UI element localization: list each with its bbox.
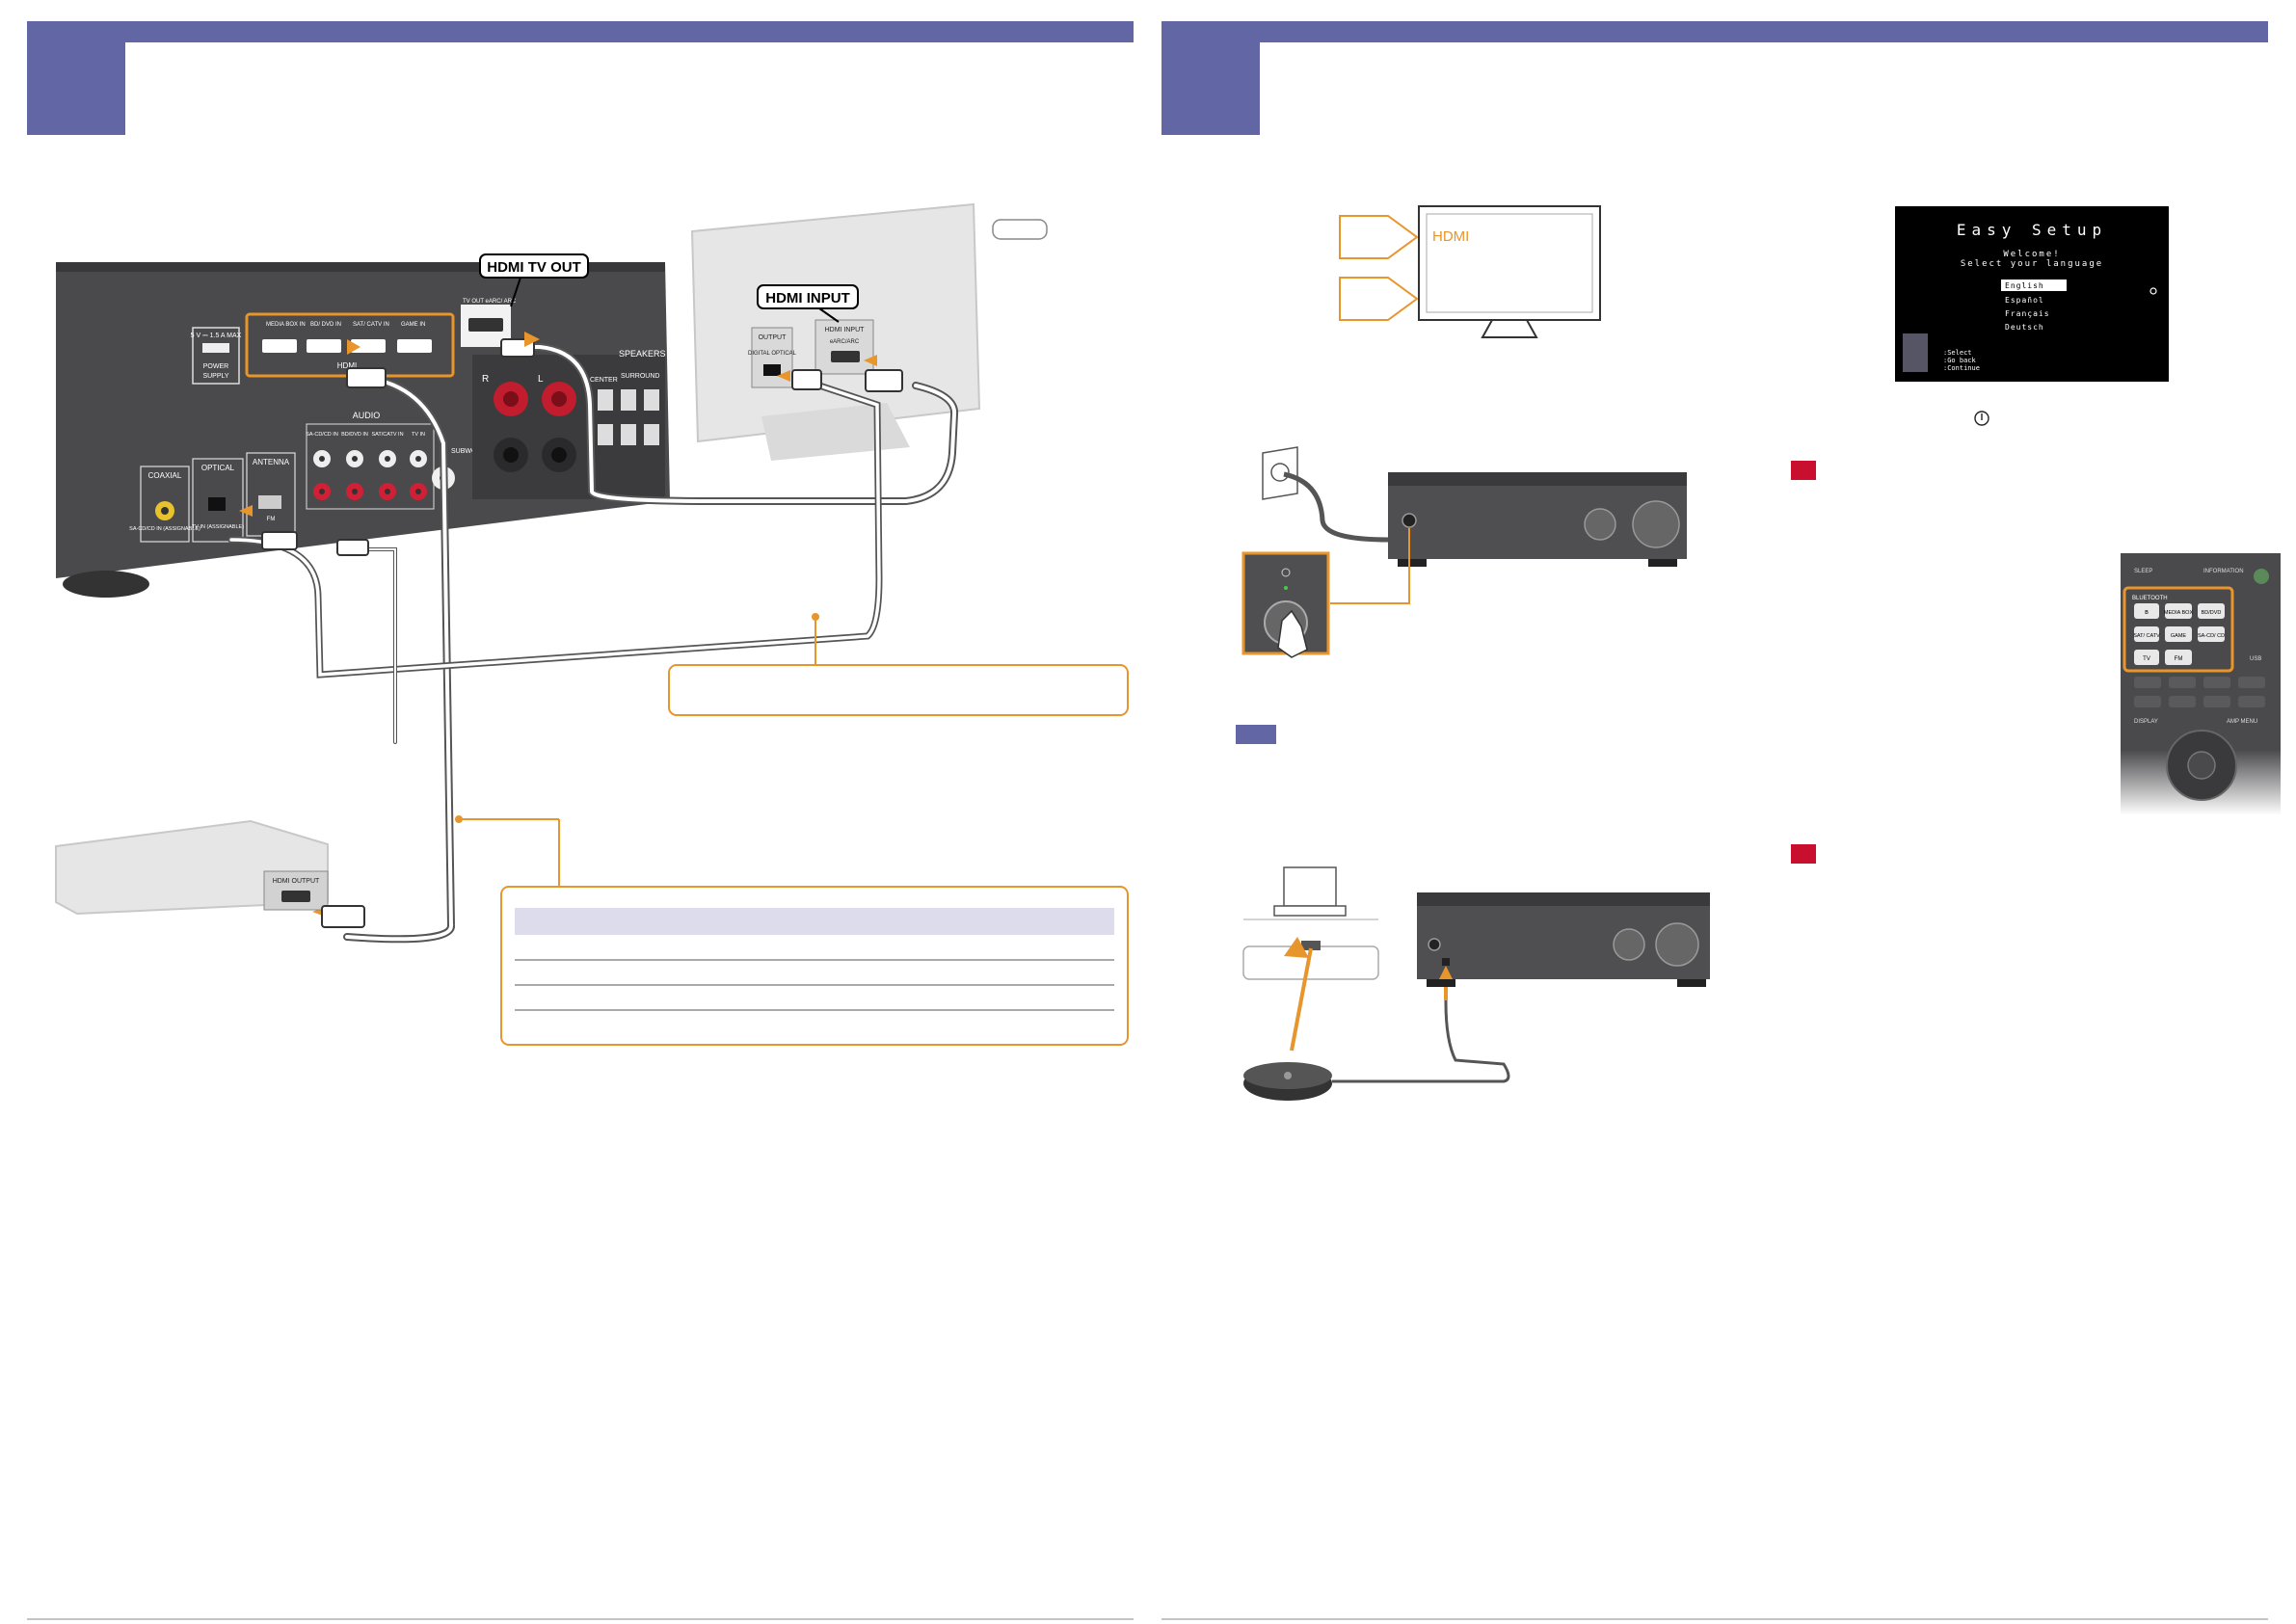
- audio-in-sat-catv-label: SAT/CATV IN: [371, 432, 403, 438]
- hdmi-in-sat-catv-label: SAT/ CATV IN: [353, 322, 389, 328]
- receiver-front-2: [1417, 892, 1710, 1000]
- optical-sub-label: TV IN (ASSIGNABLE): [192, 524, 244, 530]
- svg-text:HDMI TV OUT: HDMI TV OUT: [487, 259, 581, 276]
- remote-usb-label: USB: [2250, 656, 2261, 662]
- lang-francais: Français: [2005, 309, 2050, 318]
- surround-label: SURROUND: [621, 373, 659, 380]
- coaxial-sub-label: SA-CD/CD IN (ASSIGNABLE): [129, 526, 200, 532]
- lang-english: English: [2005, 281, 2044, 290]
- scroll-indicator-icon: [2149, 287, 2157, 295]
- supply-label: SUPPLY: [202, 373, 228, 380]
- receiver-front-1: [1388, 472, 1687, 567]
- speakers-label: SPEAKERS 5.1ch: [619, 349, 689, 359]
- tv-rear: OUTPUT DIGITAL OPTICAL HDMI INPUT eARC/A…: [690, 202, 1048, 461]
- front-r-label: R: [482, 374, 489, 385]
- power-symbol-icon: [1974, 411, 1989, 426]
- remote-control: SLEEP INFORMATION BLUETOOTH ʙ MEDIA BOX …: [2121, 553, 2281, 815]
- easy-setup-screen: Easy Setup Welcome! Select your language…: [1895, 206, 2169, 382]
- remote-amp-menu-label: AMP MENU: [2227, 719, 2257, 725]
- note-marker: [1236, 725, 1276, 744]
- wall-outlet: [1262, 446, 1389, 543]
- tv-earc-label: eARC/ARC: [830, 339, 860, 345]
- cable-note-box: [668, 613, 1129, 716]
- tv-optical-label: DIGITAL OPTICAL: [748, 351, 797, 357]
- bluetooth-setup: [1242, 866, 1510, 1101]
- remote-sleep-label: SLEEP: [2134, 569, 2152, 574]
- source-device: HDMI OUTPUT: [55, 819, 365, 928]
- remote-sat-catv-label: SAT/ CATV: [2133, 633, 2160, 639]
- audio-in-bd-dvd-label: BD/DVD IN: [341, 432, 368, 438]
- hdmi-in-game-label: GAME IN: [401, 322, 425, 328]
- audio-label: AUDIO: [353, 411, 381, 420]
- remote-bluetooth-icon: ʙ: [2145, 609, 2149, 616]
- antenna-label: ANTENNA: [253, 458, 290, 466]
- pressing-hand-icon: [1277, 609, 1308, 658]
- easy-setup-welcome: Welcome!: [2003, 250, 2060, 259]
- tv-front: HDMI: [1339, 205, 1601, 338]
- easy-setup-prompt: Select your language: [1961, 259, 2103, 269]
- remote-bd-dvd-label: BD/DVD: [2202, 610, 2222, 616]
- remote-sa-cd-label: SA-CD/ CD: [2198, 633, 2225, 639]
- remote-display-label: DISPLAY: [2134, 719, 2158, 725]
- hdmi-input-callout: HDMI INPUT: [757, 284, 859, 323]
- hdmi-in-media-box-label: MEDIA BOX IN: [266, 322, 306, 328]
- step-marker-1: [1791, 461, 1816, 480]
- lang-deutsch: Deutsch: [2005, 323, 2044, 332]
- remote-information-label: INFORMATION: [2203, 569, 2244, 574]
- note-tag: [992, 219, 1048, 240]
- front-l-label: L: [538, 374, 544, 385]
- step-marker-2: [1791, 844, 1816, 864]
- right-header: [1161, 21, 2268, 135]
- audio-in-sa-cd-label: SA-CD/CD IN: [306, 432, 338, 438]
- svg-text:HDMI INPUT: HDMI INPUT: [765, 290, 850, 306]
- remote-media-box-label: MEDIA BOX: [2164, 610, 2194, 616]
- hdmi-tv-out-callout: HDMI TV OUT: [479, 253, 589, 307]
- hdmi-in-bd-dvd-label: BD/ DVD IN: [310, 322, 341, 328]
- center-label: CENTER: [590, 377, 618, 384]
- tv-output-label: OUTPUT: [759, 334, 788, 341]
- tv-screen-hdmi-text: HDMI: [1432, 228, 1469, 245]
- audio-in-tv-label: TV IN: [412, 432, 425, 438]
- hdmi-assign-note-box: [455, 815, 1129, 1046]
- tv-arc-label: TV OUT eARC/ ARC: [463, 299, 517, 305]
- remote-game-label: GAME: [2171, 633, 2187, 639]
- power-supply-rating: 5 V ⎓ 1.5 A MAX: [191, 333, 242, 339]
- tv-hdmi-input-port-label: HDMI INPUT: [825, 327, 866, 333]
- hdmi-group-label: HDMI: [337, 361, 357, 370]
- antenna-fm-label: FM: [267, 517, 276, 522]
- optical-label: OPTICAL: [201, 464, 235, 472]
- plugs-left: [261, 338, 903, 556]
- remote-bluetooth-label: BLUETOOTH: [2132, 596, 2168, 601]
- power-button-zoom: [1241, 528, 1410, 658]
- nav-go-back: :Go back: [1943, 357, 1977, 364]
- receiver-thumbnail-icon: [1903, 333, 1928, 372]
- remote-fm-label: FM: [2175, 656, 2183, 662]
- nav-select: :Select: [1943, 349, 1972, 357]
- left-header: [27, 21, 1134, 135]
- power-label: POWER: [203, 363, 228, 370]
- remote-tv-label: TV: [2143, 656, 2150, 662]
- source-hdmi-output-label: HDMI OUTPUT: [273, 878, 320, 885]
- easy-setup-title: Easy Setup: [1957, 221, 2107, 239]
- nav-continue: :Continue: [1943, 364, 1980, 372]
- coaxial-label: COAXIAL: [148, 471, 182, 480]
- lang-espanol: Español: [2005, 296, 2044, 305]
